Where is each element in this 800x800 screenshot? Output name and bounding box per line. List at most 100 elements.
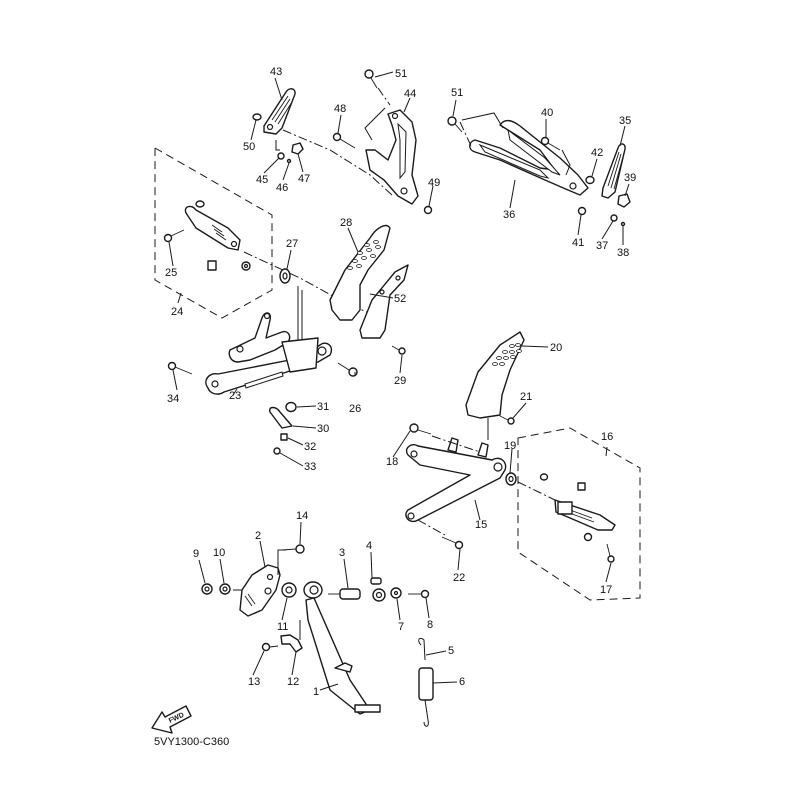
label-43: 43 — [270, 66, 282, 78]
label-13: 13 — [248, 676, 260, 688]
sidestand-leader-lines — [198, 521, 458, 691]
label-16: 16 — [601, 431, 613, 443]
label-22: 22 — [453, 572, 465, 584]
label-45: 45 — [256, 174, 268, 186]
label-25: 25 — [165, 267, 177, 279]
label-11: 11 — [277, 621, 288, 633]
label-12: 12 — [287, 676, 299, 688]
label-15: 15 — [475, 519, 487, 531]
bracket-left-23 — [205, 312, 333, 395]
label-44: 44 — [404, 88, 416, 100]
spring-37 — [610, 214, 618, 222]
plate-39 — [617, 193, 631, 208]
bolt-4-small — [370, 577, 382, 585]
assy-24-boundary — [154, 147, 273, 319]
rear-footpeg-left — [263, 88, 296, 135]
label-31: 31 — [317, 401, 329, 413]
bolt-25 — [163, 229, 185, 243]
clip-12 — [280, 634, 303, 653]
label-38: 38 — [617, 247, 629, 259]
label-33: 33 — [304, 461, 316, 473]
front-footpeg-left — [184, 205, 241, 251]
plate-4 — [372, 588, 386, 602]
label-5: 5 — [448, 645, 454, 657]
label-40: 40 — [541, 107, 553, 119]
label-17: 17 — [600, 584, 612, 596]
label-21: 21 — [520, 391, 532, 403]
label-36: 36 — [503, 209, 515, 221]
bolt-51-right — [447, 116, 463, 133]
label-34: 34 — [167, 393, 179, 405]
diagram-code: 5VY1300-C360 — [154, 736, 229, 748]
rear-bracket-left — [365, 109, 419, 205]
front-footpeg-right — [554, 499, 616, 531]
washer-front-right — [583, 532, 593, 542]
ball-46 — [286, 158, 292, 164]
spring-front-right — [577, 482, 586, 491]
label-20: 20 — [550, 342, 562, 354]
label-19: 19 — [504, 440, 516, 452]
label-42: 42 — [591, 147, 603, 159]
label-51-left: 51 — [395, 68, 407, 80]
label-46: 46 — [276, 182, 288, 194]
label-26: 26 — [349, 403, 361, 415]
leader-lines — [168, 71, 630, 583]
bolt-21 — [499, 415, 515, 425]
sidestand-1 — [303, 581, 381, 715]
rear-footpeg-right — [601, 143, 626, 199]
label-39: 39 — [624, 172, 636, 184]
bolt-14 — [281, 544, 305, 554]
label-24: 24 — [171, 306, 183, 318]
label-50: 50 — [243, 141, 255, 153]
collar-31 — [285, 401, 297, 413]
washer-front-left — [241, 261, 251, 271]
washer-10 — [219, 583, 231, 595]
label-3: 3 — [339, 547, 345, 559]
bolt-17 — [606, 543, 615, 563]
label-8: 8 — [427, 619, 433, 631]
bolt-8 — [408, 589, 430, 599]
nut-49 — [423, 205, 433, 215]
bolt-26 — [337, 362, 358, 377]
screw-33 — [273, 447, 281, 455]
nut-9 — [201, 583, 213, 595]
heel-guard-20 — [465, 331, 525, 419]
assy-16-boundary — [517, 427, 641, 601]
bolt-48 — [332, 132, 356, 149]
pin-front-right — [539, 473, 549, 481]
bolt-18 — [409, 423, 432, 435]
spring-45 — [277, 152, 285, 160]
label-28: 28 — [340, 217, 352, 229]
label-37: 37 — [596, 240, 608, 252]
label-1: 1 — [313, 686, 319, 698]
bolt-34 — [167, 361, 193, 375]
nut-41 — [577, 206, 587, 216]
heel-guard-28 — [329, 224, 391, 321]
pin-42 — [585, 175, 595, 185]
bolt-51-left — [364, 69, 378, 89]
label-30: 30 — [317, 423, 329, 435]
bolt-40 — [540, 136, 561, 151]
label-35: 35 — [619, 115, 631, 127]
label-6: 6 — [459, 676, 465, 688]
fwd-arrow-icon: FWD — [151, 705, 192, 734]
label-9: 9 — [193, 548, 199, 560]
label-4: 4 — [366, 540, 372, 552]
bracket-right-15 — [405, 437, 507, 523]
pin-50 — [252, 113, 262, 121]
label-52: 52 — [394, 293, 406, 305]
label-7: 7 — [398, 621, 404, 633]
cover-52 — [359, 264, 409, 339]
label-14: 14 — [296, 510, 308, 522]
nut-32 — [280, 433, 288, 441]
label-41: 41 — [572, 237, 584, 249]
label-29: 29 — [394, 375, 406, 387]
bolt-22 — [441, 536, 464, 550]
label-47: 47 — [298, 173, 310, 185]
label-32: 32 — [304, 441, 316, 453]
washer-27 — [279, 268, 291, 284]
plate-47 — [291, 142, 304, 155]
spring-front-left — [207, 260, 217, 271]
pin-front-left — [195, 200, 205, 208]
